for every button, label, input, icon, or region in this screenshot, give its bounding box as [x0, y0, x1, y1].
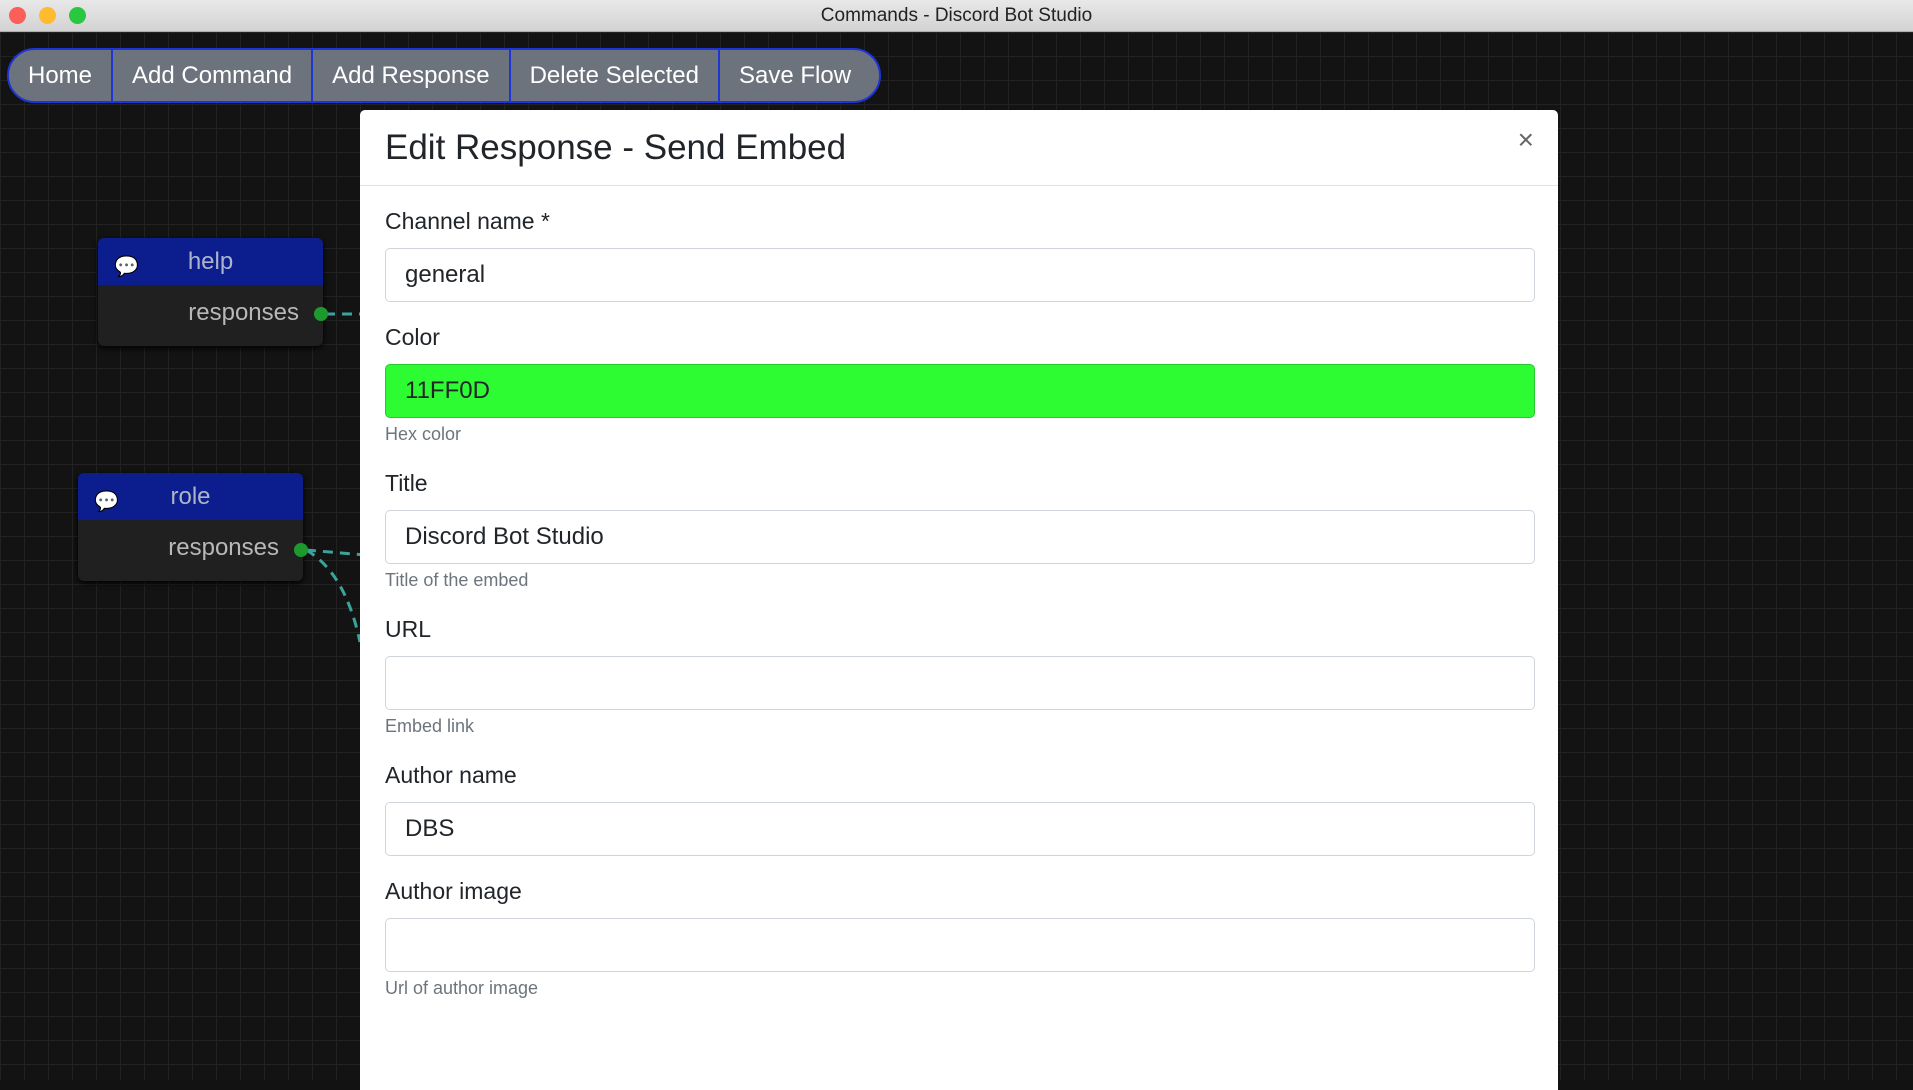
save-flow-button[interactable]: Save Flow: [739, 62, 852, 89]
author-name-label: Author name: [385, 762, 517, 788]
delete-selected-button[interactable]: Delete Selected: [511, 50, 721, 101]
command-node-help[interactable]: 💬 help responses: [98, 238, 323, 346]
author-image-input[interactable]: [385, 918, 1535, 972]
node-title: help: [187, 248, 234, 275]
node-title: role: [170, 483, 211, 510]
channel-name-label: Channel name *: [385, 208, 550, 234]
window-title: Commands - Discord Bot Studio: [820, 5, 1093, 26]
output-port[interactable]: [314, 307, 328, 321]
author-name-input[interactable]: DBS: [385, 802, 1535, 856]
maximize-window-button[interactable]: [69, 7, 86, 24]
chat-bubble-icon: 💬: [114, 256, 139, 278]
node-output-label: responses: [168, 534, 279, 561]
add-response-button[interactable]: Add Response: [313, 50, 511, 101]
title-help: Title of the embed: [385, 570, 529, 590]
window-titlebar: Commands - Discord Bot Studio: [0, 0, 1913, 32]
close-icon[interactable]: ×: [1517, 124, 1534, 155]
color-label: Color: [385, 324, 440, 350]
color-help: Hex color: [385, 424, 462, 444]
home-button[interactable]: Home: [9, 50, 114, 101]
close-window-button[interactable]: [9, 7, 26, 24]
modal-title: Edit Response - Send Embed: [385, 128, 847, 167]
url-help: Embed link: [385, 716, 475, 736]
color-input[interactable]: 11FF0D: [385, 364, 1535, 418]
command-node-role[interactable]: 💬 role responses: [78, 473, 303, 581]
main-toolbar: Home Add Command Add Response Delete Sel…: [7, 48, 882, 103]
author-image-help: Url of author image: [385, 978, 539, 998]
connection-lines: [305, 312, 366, 643]
minimize-window-button[interactable]: [39, 7, 56, 24]
edit-response-modal: Edit Response - Send Embed × Channel nam…: [360, 110, 1558, 1090]
channel-name-input[interactable]: general: [385, 248, 1535, 302]
url-input[interactable]: [385, 656, 1535, 710]
chat-bubble-icon: 💬: [94, 491, 119, 513]
url-label: URL: [385, 616, 432, 642]
title-label: Title: [385, 470, 428, 496]
connection-role: [305, 548, 366, 643]
title-input[interactable]: Discord Bot Studio: [385, 510, 1535, 564]
add-command-button[interactable]: Add Command: [113, 50, 314, 101]
author-image-label: Author image: [385, 878, 522, 904]
output-port[interactable]: [294, 543, 308, 557]
node-output-label: responses: [188, 299, 299, 326]
